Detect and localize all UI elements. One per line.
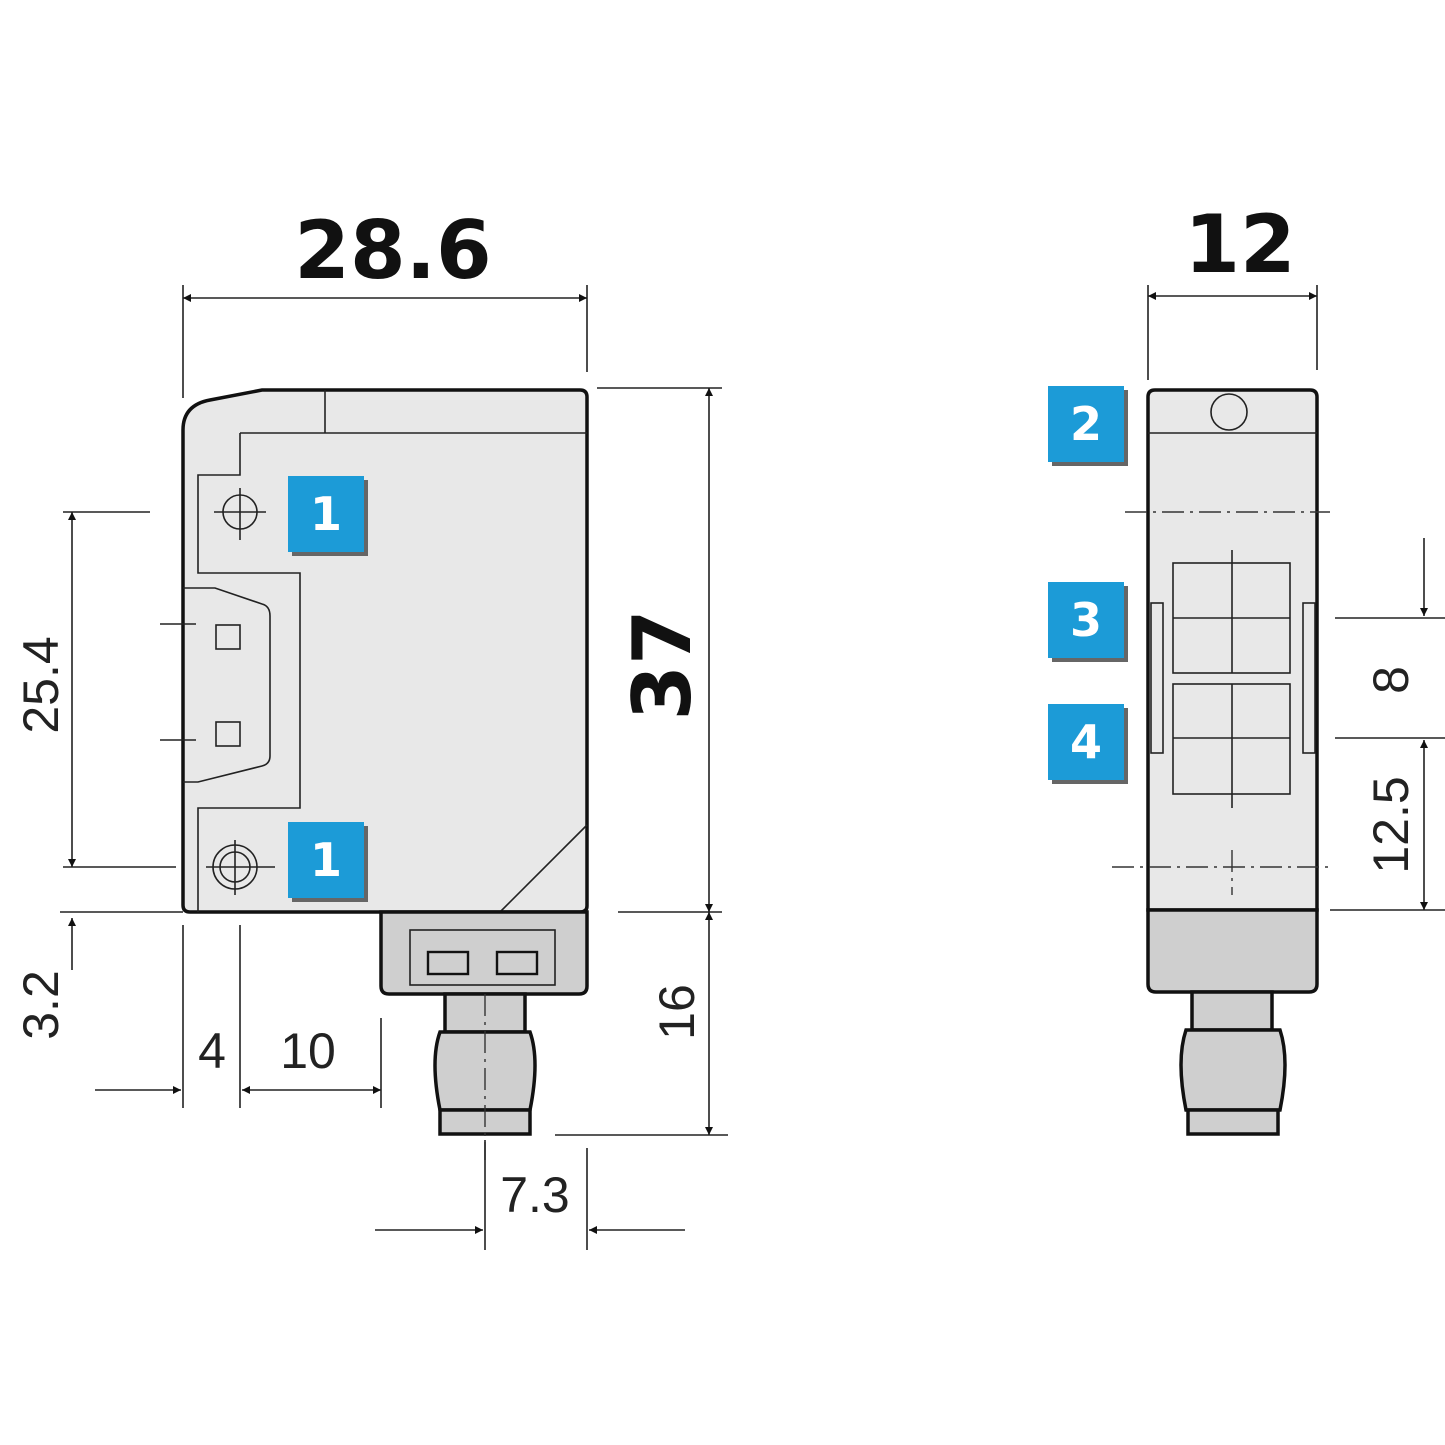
sensor-housing-front bbox=[181, 388, 589, 914]
dim-hole-edge: 4 bbox=[198, 1023, 226, 1079]
badge-mount-hole-bottom: 1 bbox=[288, 822, 364, 898]
dimension-lines bbox=[60, 285, 1445, 1250]
dim-width: 28.6 bbox=[294, 204, 491, 297]
connector-block-side bbox=[1146, 908, 1319, 994]
svg-text:4: 4 bbox=[1070, 715, 1102, 769]
mount-hole-bottom bbox=[206, 840, 275, 895]
svg-text:1: 1 bbox=[310, 833, 342, 887]
dimension-labels: 28.6 12 37 25.4 3.2 4 10 16 7.3 8 12.5 bbox=[13, 198, 1419, 1223]
dim-depth: 12 bbox=[1184, 198, 1295, 291]
dim-height: 37 bbox=[616, 609, 709, 720]
m8-plug-side bbox=[1179, 990, 1287, 1136]
dim-connector-height: 16 bbox=[649, 984, 705, 1040]
mount-hole-top bbox=[214, 488, 266, 540]
dim-connector-side: 7.3 bbox=[500, 1167, 570, 1223]
dim-optic-offset: 12.5 bbox=[1363, 776, 1419, 873]
side-view bbox=[1112, 388, 1330, 1136]
svg-text:3: 3 bbox=[1070, 593, 1102, 647]
badge-mount-hole-top: 1 bbox=[288, 476, 364, 552]
badge-optic-bottom: 4 bbox=[1048, 704, 1124, 780]
dim-optic-spacing: 8 bbox=[1363, 666, 1419, 694]
dim-bottom-offset: 3.2 bbox=[13, 970, 69, 1040]
connector-block-front bbox=[379, 910, 589, 996]
svg-text:2: 2 bbox=[1070, 397, 1102, 451]
front-view bbox=[160, 388, 589, 1160]
dim-connector-offset: 10 bbox=[280, 1023, 336, 1079]
badge-optic-top: 3 bbox=[1048, 582, 1124, 658]
indicator-led bbox=[1210, 393, 1248, 431]
dim-hole-spacing: 25.4 bbox=[13, 636, 69, 733]
svg-text:1: 1 bbox=[310, 487, 342, 541]
m8-plug-front bbox=[433, 992, 537, 1160]
badge-indicator: 2 bbox=[1048, 386, 1124, 462]
